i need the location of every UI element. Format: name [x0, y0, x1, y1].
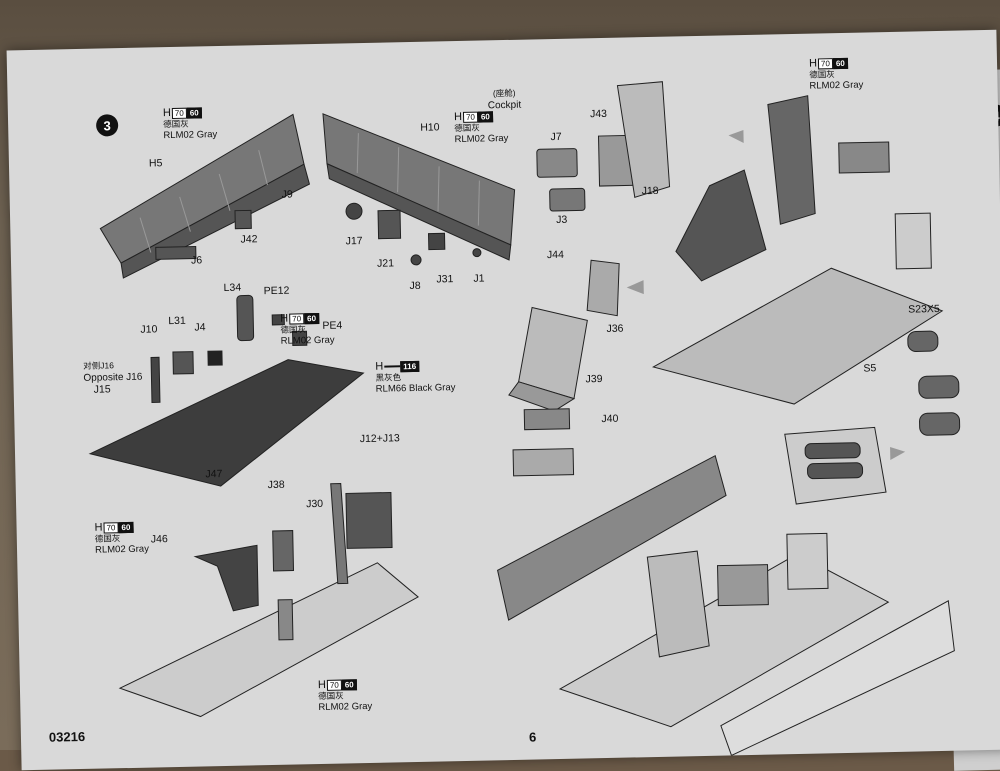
sidewall-h5-drawing — [99, 113, 311, 279]
part-label: S23X5 — [908, 302, 940, 316]
lower-right-assembly-drawing — [496, 426, 955, 757]
part-label: J36 — [606, 322, 624, 335]
part-label: J39 — [585, 373, 603, 386]
part-label: J6 — [190, 254, 203, 267]
part-label: J47 — [205, 468, 223, 481]
part-label: J15 — [93, 383, 111, 396]
paint-english: RLM02 Gray — [454, 132, 509, 145]
part-label: J7 — [550, 130, 562, 144]
part-label: J40 — [601, 412, 619, 426]
part-label: S5 — [863, 362, 877, 375]
paint-code-light: 70 — [103, 521, 119, 534]
paint-chinese: 德国灰 — [94, 533, 121, 544]
cockpit-english: Cockpit — [487, 99, 522, 111]
paint-english: RLM02 Gray — [280, 334, 335, 347]
upper-right-assembly-drawing — [652, 95, 944, 405]
opposite-english: Opposite J16 — [83, 371, 143, 384]
paint-english: RLM66 Black Gray — [375, 381, 456, 395]
part-label: J12+J13 — [359, 432, 400, 446]
paint-code-dark: 60 — [118, 521, 134, 534]
paint-code-dark: 60 — [186, 107, 202, 119]
part-label: H5 — [148, 157, 163, 170]
paint-chinese: 德国灰 — [318, 690, 344, 701]
seat-j36-drawing — [508, 259, 620, 477]
paint-code-light: 70 — [817, 57, 833, 70]
paint-english: RLM02 Gray — [318, 700, 373, 713]
paint-code-dark: 60 — [477, 110, 493, 123]
paint-code-dark: 60 — [832, 57, 848, 70]
part-label: J9 — [281, 188, 293, 201]
part-label: J30 — [306, 497, 324, 511]
paint-chinese: 德国灰 — [454, 122, 480, 134]
opposite-j16-note: 对侧J16 Opposite J16 — [83, 360, 142, 384]
page-number: 6 — [528, 729, 537, 745]
paint-code-light: 70 — [289, 312, 305, 325]
part-label: J4 — [194, 321, 206, 334]
paint-code-light: 70 — [326, 679, 342, 691]
assembly-drawings — [88, 81, 961, 757]
paint-letter: H — [280, 312, 289, 325]
lower-left-assembly-drawing — [118, 483, 419, 718]
opposite-chinese: 对侧J16 — [83, 360, 115, 371]
paint-code-light — [384, 365, 401, 368]
part-label: PE12 — [263, 284, 290, 298]
paint-code-dark: 60 — [341, 678, 357, 691]
direction-arrows — [626, 130, 906, 461]
part-label: J44 — [546, 248, 565, 262]
paint-chinese: 德国灰 — [163, 118, 189, 130]
part-label: H10 — [420, 121, 440, 134]
paint-english: RLM02 Gray — [809, 79, 864, 92]
floor-j47-drawing — [88, 294, 365, 487]
paint-chinese: 黑灰色 — [375, 372, 402, 383]
part-label: J10 — [140, 323, 158, 336]
part-label: L34 — [223, 281, 242, 294]
sidewall-h10-drawing — [322, 113, 516, 266]
part-label: J1 — [473, 272, 485, 285]
paint-chinese: 德国灰 — [280, 324, 307, 335]
paint-code-light: 70 — [462, 111, 479, 123]
part-label: J31 — [436, 273, 454, 286]
paint-english: RLM02 Gray — [163, 128, 218, 142]
paint-letter: H — [808, 57, 818, 70]
cockpit-chinese: (座舱) — [492, 87, 516, 99]
part-label: J18 — [641, 184, 659, 198]
part-label: J43 — [589, 107, 608, 121]
paint-chinese: 德国灰 — [809, 69, 835, 80]
instrument-parts-drawing — [536, 81, 671, 212]
paint-letter: H — [375, 360, 384, 373]
part-label: L31 — [168, 314, 186, 328]
part-label: J46 — [150, 533, 168, 546]
paint-english: RLM02 Gray — [94, 543, 150, 556]
paint-letter: H — [162, 107, 171, 120]
paint-code-dark: 60 — [303, 312, 320, 325]
part-label: J38 — [267, 478, 285, 492]
part-label: J17 — [345, 235, 363, 248]
paint-code-dark: 116 — [400, 360, 420, 373]
part-label: J3 — [556, 213, 568, 226]
paint-letter: H — [453, 110, 463, 124]
paint-letter: H — [94, 521, 103, 534]
part-label: PE4 — [322, 319, 343, 332]
ammo-s5-drawing — [907, 330, 961, 436]
paint-callout-floor: H 116 黑灰色 RLM66 Black Gray — [375, 359, 456, 395]
cockpit-label: (座舱) Cockpit — [487, 87, 522, 112]
paint-letter: H — [317, 678, 327, 692]
kit-code: 03216 — [48, 728, 86, 745]
part-label: J21 — [376, 257, 395, 270]
part-label: J8 — [409, 279, 421, 293]
part-label: J42 — [240, 233, 258, 246]
paint-code-light: 70 — [171, 107, 187, 119]
